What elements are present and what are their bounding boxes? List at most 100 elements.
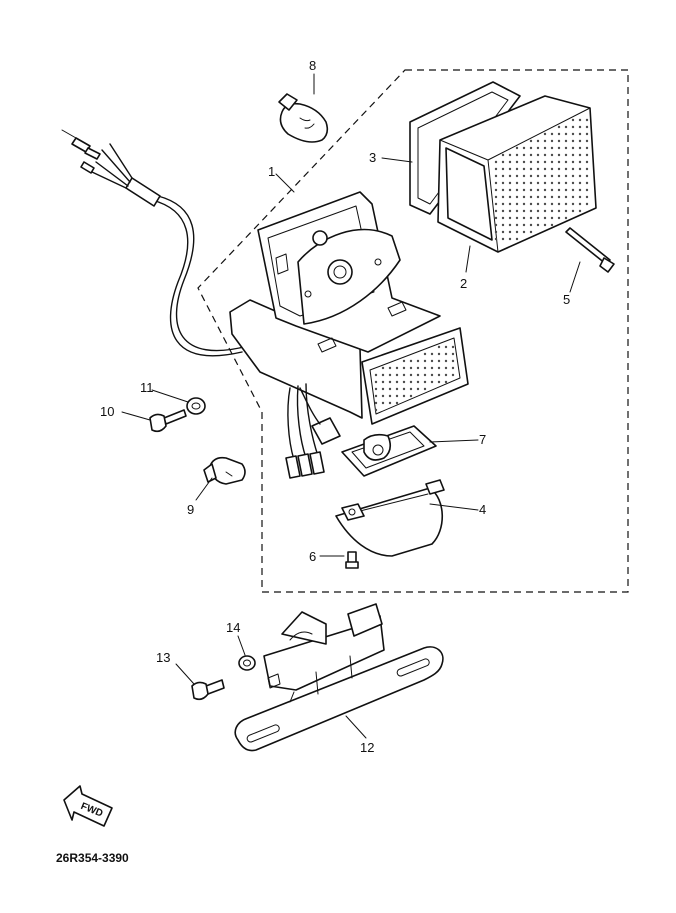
texture-dot [578,188,582,192]
texture-dot [451,359,455,363]
license-light-gasket-part [341,425,437,477]
texture-dot [543,202,547,206]
texture-dot [437,373,441,377]
texture-dot [571,188,575,192]
license-bulb-part [203,456,246,485]
texture-dot [402,380,406,384]
texture-dot [515,153,519,157]
texture-dot [550,209,554,213]
texture-dot [557,216,561,220]
texture-dot [508,195,512,199]
texture-dot [374,394,378,398]
texture-dot [388,380,392,384]
texture-dot [381,394,385,398]
texture-dot [494,188,498,192]
texture-dot [536,223,540,227]
texture-dot [515,223,519,227]
texture-dot [585,195,589,199]
texture-dot [416,387,420,391]
texture-dot [578,118,582,122]
texture-dot [381,387,385,391]
texture-dot [529,223,533,227]
callout-3: 3 [369,150,376,165]
texture-dot [388,373,392,377]
texture-dot [381,366,385,370]
texture-dot [409,373,413,377]
texture-dot [564,174,568,178]
texture-dot [508,160,512,164]
texture-dot [585,132,589,136]
texture-dot [522,223,526,227]
texture-dot [402,387,406,391]
callout-6: 6 [309,549,316,564]
texture-dot [543,174,547,178]
texture-dot [550,167,554,171]
wiring-harness-part [61,129,249,357]
texture-dot [444,380,448,384]
texture-dot [494,209,498,213]
texture-dot [543,223,547,227]
texture-dot [508,167,512,171]
texture-dot [571,125,575,129]
texture-dot [543,160,547,164]
texture-dot [536,146,540,150]
texture-dot [402,394,406,398]
texture-dot [564,188,568,192]
texture-dot [578,202,582,206]
texture-dot [381,380,385,384]
texture-dot [508,223,512,227]
texture-dot [557,202,561,206]
texture-dot [416,366,420,370]
texture-dot [430,359,434,363]
texture-dot [395,380,399,384]
texture-dot [536,195,540,199]
texture-dot [564,153,568,157]
texture-dot [564,125,568,129]
texture-dot [515,195,519,199]
texture-dot [557,125,561,129]
texture-dot [550,188,554,192]
callout-2: 2 [460,276,467,291]
texture-dot [543,195,547,199]
texture-dot [557,209,561,213]
texture-dot [451,373,455,377]
texture-dot [529,216,533,220]
texture-dot [451,345,455,349]
texture-dot [374,373,378,377]
texture-dot [557,167,561,171]
texture-dot [578,153,582,157]
tail-bulb-part [278,93,329,143]
texture-dot [536,167,540,171]
texture-dot [437,366,441,370]
texture-dot [536,181,540,185]
texture-dot [508,209,512,213]
cover-screw-part [345,551,359,569]
texture-dot [508,188,512,192]
texture-dot [571,167,575,171]
texture-dot [564,139,568,143]
texture-dot [578,139,582,143]
texture-dot [571,118,575,122]
texture-dot [536,202,540,206]
leader-lines [121,73,581,739]
texture-dot [564,195,568,199]
texture-dot [515,174,519,178]
texture-dot [543,139,547,143]
texture-dot [423,380,427,384]
texture-dot [395,401,399,405]
texture-dot [515,188,519,192]
texture-dot [501,209,505,213]
texture-dot [529,167,533,171]
license-light-wiring [285,383,341,479]
texture-dot [550,160,554,164]
texture-dot [416,359,420,363]
texture-dot [529,195,533,199]
texture-dot [564,146,568,150]
texture-dot [522,174,526,178]
texture-dot [550,139,554,143]
texture-dot [578,195,582,199]
assembly-boundary-outline [197,69,629,593]
texture-dot [571,202,575,206]
texture-dot [543,132,547,136]
texture-dot [564,132,568,136]
